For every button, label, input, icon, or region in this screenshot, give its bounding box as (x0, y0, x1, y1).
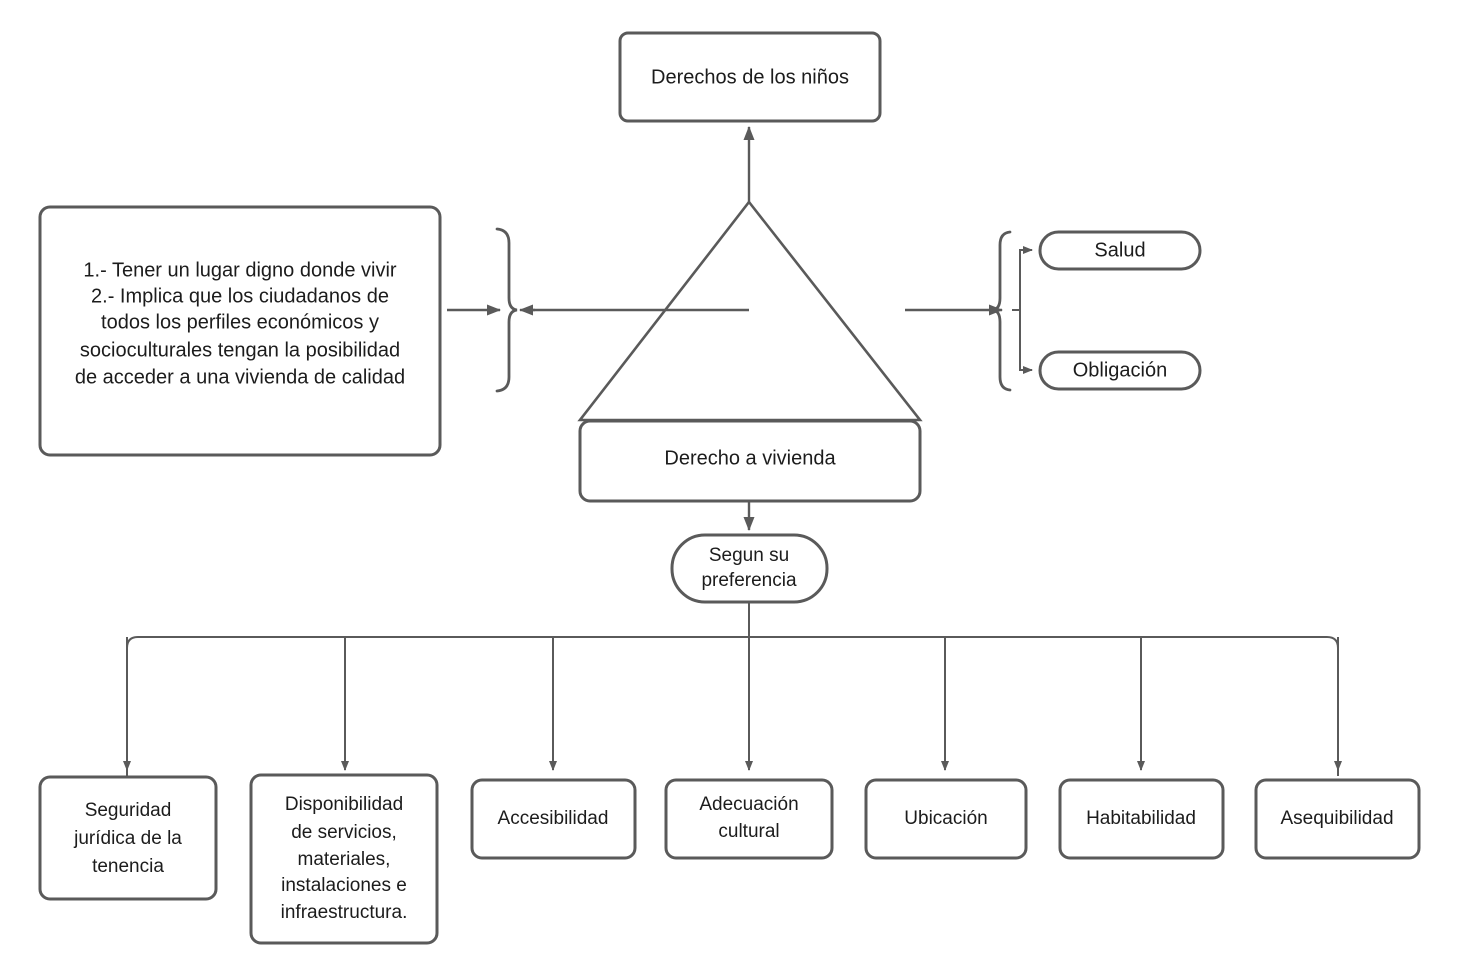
connector-brace-to-salud (1012, 246, 1033, 311)
obligacion-label: Obligación (1073, 359, 1168, 381)
definition-line-4: socioculturales tengan la posibilidad (80, 339, 400, 361)
criteria-7-line-1: Asequibilidad (1280, 808, 1393, 829)
preferencia-oval[interactable] (670, 533, 829, 604)
criteria-4-line-2: cultural (718, 821, 779, 842)
node-criteria-ubicacion[interactable]: Ubicación (864, 778, 1028, 860)
criteria-box-7[interactable] (1254, 778, 1421, 860)
salud-oval[interactable] (1038, 230, 1202, 271)
definition-line-5: de acceder a una vivienda de calidad (75, 366, 405, 388)
node-criteria-accesibilidad[interactable]: Accesibilidad (470, 778, 637, 860)
criteria-3-line-1: Accesibilidad (498, 808, 609, 829)
definition-line-2: 2.- Implica que los ciudadanos de (91, 285, 389, 307)
criteria-box-4[interactable] (664, 778, 834, 860)
criteria-box-3[interactable] (470, 778, 637, 860)
node-criteria-adecuacion-cultural[interactable]: Adecuación cultural (664, 778, 834, 860)
criteria-1-line-2: jurídica de la (73, 828, 182, 849)
criteria-1-line-3: tenencia (92, 856, 164, 877)
criteria-2-line-1: Disponibilidad (285, 794, 403, 815)
node-root-box[interactable] (618, 31, 882, 123)
definition-line-1: 1.- Tener un lugar digno donde vivir (83, 259, 397, 281)
node-segun-su-preferencia[interactable]: Segun su preferencia (670, 533, 829, 604)
criteria-5-line-1: Ubicación (904, 808, 987, 829)
connector-brace-to-obligacion (1012, 309, 1033, 374)
preferencia-line-2: preferencia (701, 570, 796, 591)
criteria-bus-line (126, 636, 1339, 776)
right-curly-brace (992, 230, 1012, 392)
obligacion-oval[interactable] (1038, 350, 1202, 391)
criteria-box-1[interactable] (38, 775, 218, 901)
preferencia-line-1: Segun su (709, 545, 789, 566)
node-derecho-a-vivienda[interactable]: Derecho a vivienda (578, 419, 922, 503)
criteria-box-2[interactable] (249, 773, 439, 945)
criteria-box-5[interactable] (864, 778, 1028, 860)
criteria-2-line-2: de servicios, (291, 822, 397, 843)
criteria-4-line-1: Adecuación (699, 794, 798, 815)
node-derechos-de-los-ninos[interactable]: Derechos de los niños (618, 31, 882, 123)
criteria-2-line-5: infraestructura. (281, 902, 408, 923)
definition-line-3: todos los perfiles económicos y (101, 311, 379, 333)
node-criteria-seguridad-juridica[interactable]: Seguridad jurídica de la tenencia (38, 775, 218, 901)
node-salud[interactable]: Salud (1038, 230, 1202, 271)
derecho-vivienda-label: Derecho a vivienda (664, 447, 836, 469)
node-criteria-asequibilidad[interactable]: Asequibilidad (1254, 778, 1421, 860)
derecho-vivienda-box[interactable] (578, 419, 922, 503)
node-criteria-habitabilidad[interactable]: Habitabilidad (1058, 778, 1225, 860)
criteria-6-line-1: Habitabilidad (1086, 808, 1196, 829)
criteria-2-line-3: materiales, (298, 849, 391, 870)
criteria-2-line-4: instalaciones e (281, 875, 407, 896)
salud-label: Salud (1094, 239, 1145, 261)
criteria-box-6[interactable] (1058, 778, 1225, 860)
node-definicion-vivienda[interactable]: 1.- Tener un lugar digno donde vivir 2.-… (38, 205, 442, 457)
criteria-1-line-1: Seguridad (85, 800, 172, 821)
node-root-label: Derechos de los niños (651, 66, 849, 88)
left-curly-brace (495, 227, 518, 393)
definition-box[interactable] (38, 205, 442, 457)
node-criteria-disponibilidad[interactable]: Disponibilidad de servicios, materiales,… (249, 773, 439, 945)
node-obligacion[interactable]: Obligación (1038, 350, 1202, 391)
